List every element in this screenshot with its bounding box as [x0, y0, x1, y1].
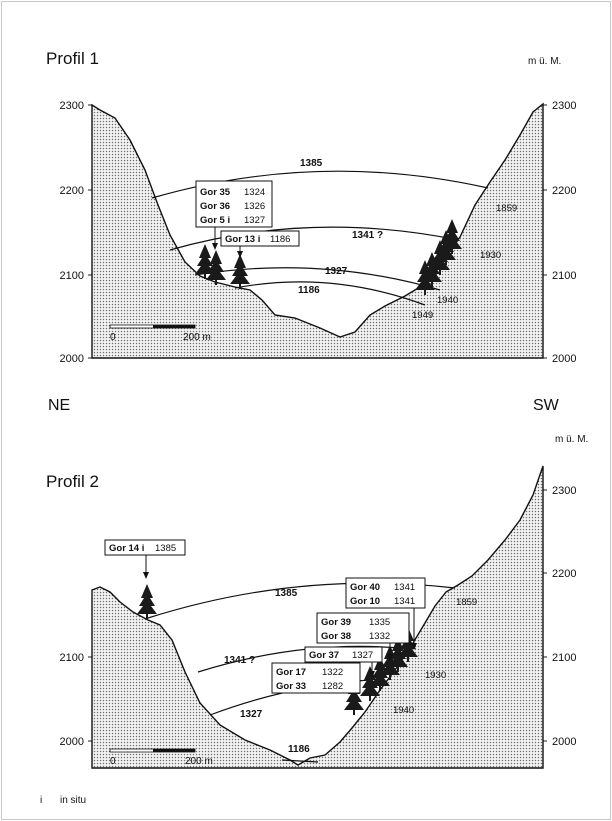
sample-id: Gor 38	[321, 631, 351, 642]
profile-1-terrain	[91, 102, 544, 359]
profile-1-sample-box: Gor 13 i 1186	[220, 230, 300, 247]
sample-id: Gor 40	[350, 582, 380, 593]
profile-1-ice-line-label: 1327	[325, 266, 348, 277]
profile-1-observed-year: 1949	[412, 310, 433, 321]
profile-1-left-tick: 2300	[60, 100, 84, 112]
profile-1-left-tick: 2000	[60, 353, 84, 365]
sample-year: 1322	[322, 667, 343, 678]
sample-year: 1326	[244, 201, 265, 212]
profile-2-scale-bar: 0 200 m	[109, 748, 213, 767]
profile-1-ice-line-label: 1385	[300, 158, 323, 169]
sample-id: Gor 33	[276, 681, 306, 692]
sample-year: 1327	[244, 215, 265, 226]
profile-2-ice-line-label: 1341 ?	[224, 655, 255, 666]
profile-2-arrowhead	[369, 671, 375, 678]
sample-year: 1341	[394, 582, 415, 593]
profile-2-right-tick: 2200	[552, 568, 576, 580]
profile-1: Profil 1 m ü. M. 2300 2200 2100 2000 230…	[46, 49, 576, 365]
profile-2-right-tick: 2000	[552, 736, 576, 748]
sample-year: 1282	[322, 681, 343, 692]
profile-1-arrowhead	[237, 251, 243, 258]
direction-left-label: NE	[48, 397, 70, 414]
profile-2-terrain	[91, 465, 544, 769]
profile-2-observed-year: 1930	[425, 670, 446, 681]
profile-2-arrowhead	[411, 643, 417, 650]
profile-1-left-tick: 2200	[60, 185, 84, 197]
profile-2-ice-line-label: 1327	[240, 709, 263, 720]
profile-2-left-tick: 2000	[60, 736, 84, 748]
sample-year: 1385	[155, 543, 176, 554]
profile-1-title: Profil 1	[46, 49, 99, 68]
profile-2-right-tick: 2300	[552, 485, 576, 497]
profile-1-arrowhead	[212, 243, 218, 250]
sample-id: Gor 10	[350, 596, 380, 607]
scale-end-label: 200 m	[185, 756, 213, 767]
profile-2-sample-box: Gor 37 1327	[304, 646, 383, 663]
profile-2-ice-line-label: 1385	[275, 588, 298, 599]
profile-2-observed-year: 1859	[456, 597, 477, 608]
scale-start-label: 0	[110, 332, 116, 343]
profile-1-right-tick: 2000	[552, 353, 576, 365]
sample-id: Gor 37	[309, 650, 339, 661]
footnote-text: in situ	[60, 795, 86, 806]
profile-2-observed-year: 1940	[393, 705, 414, 716]
profile-1-right-tick: 2200	[552, 185, 576, 197]
profile-2-title: Profil 2	[46, 472, 99, 491]
profile-2-sample-box: Gor 17 1322 Gor 33 1282	[271, 662, 361, 694]
profile-1-ice-line-label: 1341 ?	[352, 230, 383, 241]
profile-1-unit-label: m ü. M.	[528, 56, 561, 67]
profile-1-left-tick: 2100	[60, 270, 84, 282]
profile-2-right-tick: 2100	[552, 652, 576, 664]
sample-id: Gor 13 i	[225, 234, 260, 245]
profile-2-sample-box: Gor 14 i 1385	[104, 539, 186, 556]
profile-2-sample-box: Gor 40 1341 Gor 10 1341	[345, 577, 426, 609]
profile-2: Profil 2 m ü. M. 2100 2000 2300 2200 210…	[46, 434, 588, 769]
profile-2-unit-label: m ü. M.	[555, 434, 588, 445]
sample-year: 1335	[369, 617, 390, 628]
sample-year: 1332	[369, 631, 390, 642]
scale-end-label: 200 m	[183, 332, 211, 343]
profile-1-right-tick: 2100	[552, 270, 576, 282]
profile-2-sample-box: Gor 39 1335 Gor 38 1332	[316, 612, 410, 644]
profile-2-arrowhead	[387, 654, 393, 661]
direction-right-label: SW	[533, 397, 560, 414]
sample-year: 1324	[244, 187, 265, 198]
sample-id: Gor 17	[276, 667, 306, 678]
sample-id: Gor 35	[200, 187, 231, 198]
profile-2-ice-line-label: 1186	[288, 744, 310, 755]
sample-year: 1327	[352, 650, 373, 661]
sample-id: Gor 5 i	[200, 215, 230, 226]
profile-1-observed-year: 1930	[480, 250, 501, 261]
profile-1-scale-bar: 0 200 m	[109, 324, 211, 343]
sample-id: Gor 14 i	[109, 543, 144, 554]
sample-year: 1186	[270, 234, 290, 245]
sample-id: Gor 36	[200, 201, 230, 212]
scale-start-label: 0	[110, 756, 116, 767]
profile-1-right-tick: 2300	[552, 100, 576, 112]
sample-id: Gor 39	[321, 617, 351, 628]
footnote-symbol: i	[40, 795, 42, 806]
profile-1-observed-year: 1859	[496, 203, 517, 214]
profile-1-observed-year: 1940	[437, 295, 458, 306]
profile-1-ice-line-label: 1186	[298, 285, 320, 296]
profile-2-left-tick: 2100	[60, 652, 84, 664]
profile-2-arrowhead	[143, 572, 149, 579]
profile-1-sample-box: Gor 35 1324 Gor 36 1326 Gor 5 i 1327	[195, 180, 273, 228]
sample-year: 1341	[394, 596, 415, 607]
